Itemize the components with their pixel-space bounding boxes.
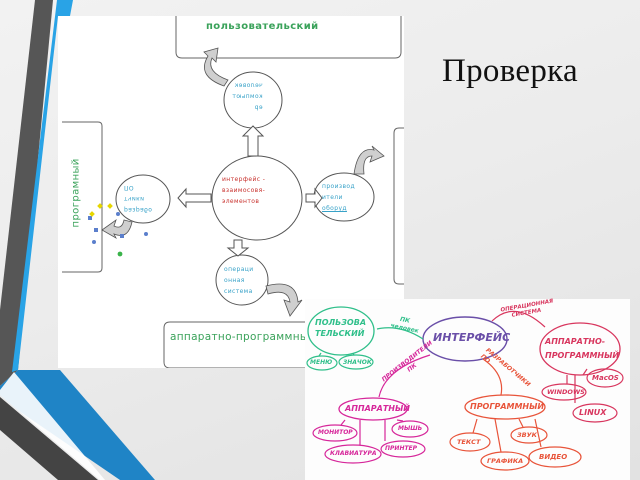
bottom-ellipse-line: система — [224, 288, 253, 295]
child-monitor: МОНИТОР — [318, 429, 353, 436]
bottom-ellipse-line: онная — [224, 277, 245, 284]
left-ellipse-line: тчики — [124, 195, 145, 202]
bottom-box-label: аппаратно-программны — [170, 331, 309, 343]
right-ellipse-line: ители — [322, 194, 343, 201]
mindmap-node-software: ПРОГРАММНЫЙ — [470, 402, 545, 411]
center-ellipse-line: интерфейс - — [222, 176, 266, 183]
child-text: ТЕКСТ — [457, 438, 481, 446]
child-macos: MacOS — [592, 374, 619, 382]
bottom-ellipse-text: операци онная система — [224, 264, 254, 297]
child-printer: ПРИНТЕР — [385, 445, 418, 452]
right-ellipse-text: производ ители оборуд — [322, 181, 355, 214]
handwritten-mindmap-photo: ИНТЕРФЕЙС ПОЛЬЗОВА ТЕЛЬСКИЙ ПК человек М… — [305, 298, 630, 480]
center-ellipse-line: элементов — [222, 198, 260, 205]
child-keyboard: КЛАВИАТУРА — [330, 450, 377, 457]
center-ellipse-text: интерфейс - взаимосовя- элементов — [222, 174, 265, 207]
mindmap-center: ИНТЕРФЕЙС — [433, 331, 511, 344]
left-ellipse-text: разрабо тчики ПО — [124, 182, 152, 215]
top-box-label: пользовательский — [206, 21, 319, 32]
child-video: ВИДЕО — [539, 453, 568, 461]
slide-title: Проверка — [442, 53, 578, 89]
node-line: ПОЛЬЗОВА — [315, 318, 367, 327]
diagram-shapes — [62, 16, 404, 368]
top-ellipse-line: человек — [234, 82, 263, 89]
child-icon: ЗНАЧОК — [343, 359, 372, 366]
top-ellipse-text: человек компьют ер — [232, 80, 263, 113]
left-box-label: програмный — [70, 158, 82, 228]
child-mouse: МЫШЬ — [398, 425, 423, 432]
top-ellipse-line: компьют — [232, 93, 263, 100]
child-menu: МЕНЮ — [310, 359, 333, 366]
mindmap-node-hardware: АППАРАТНЫЙ — [345, 404, 410, 413]
child-windows: WINDOWS — [547, 388, 585, 396]
bottom-ellipse-line: операци — [224, 266, 254, 273]
mindmap-node-user: ПОЛЬЗОВА ТЕЛЬСКИЙ — [315, 317, 366, 339]
interface-diagram: пользовательский програмный аппаратно-пр… — [58, 16, 404, 368]
node-line: ТЕЛЬСКИЙ — [315, 329, 365, 338]
mindmap-shapes — [306, 306, 624, 471]
top-ellipse-line: ер — [254, 104, 263, 111]
node-line: ПРОГРАММНЫЙ — [545, 351, 620, 360]
right-ellipse-line: производ — [322, 183, 356, 190]
node-line: АППАРАТНО- — [545, 337, 606, 346]
child-sound: ЗВУК — [517, 431, 537, 439]
child-graphics: ГРАФИКА — [487, 457, 524, 465]
right-ellipse-line: оборуд — [322, 205, 347, 212]
center-ellipse-line: взаимосовя- — [222, 187, 266, 194]
left-ellipse-line: ПО — [124, 184, 135, 191]
child-linux: LINUX — [579, 408, 607, 417]
mindmap-node-hw-sw: АППАРАТНО- ПРОГРАММНЫЙ — [545, 335, 619, 363]
left-ellipse-line: разрабо — [124, 206, 153, 213]
